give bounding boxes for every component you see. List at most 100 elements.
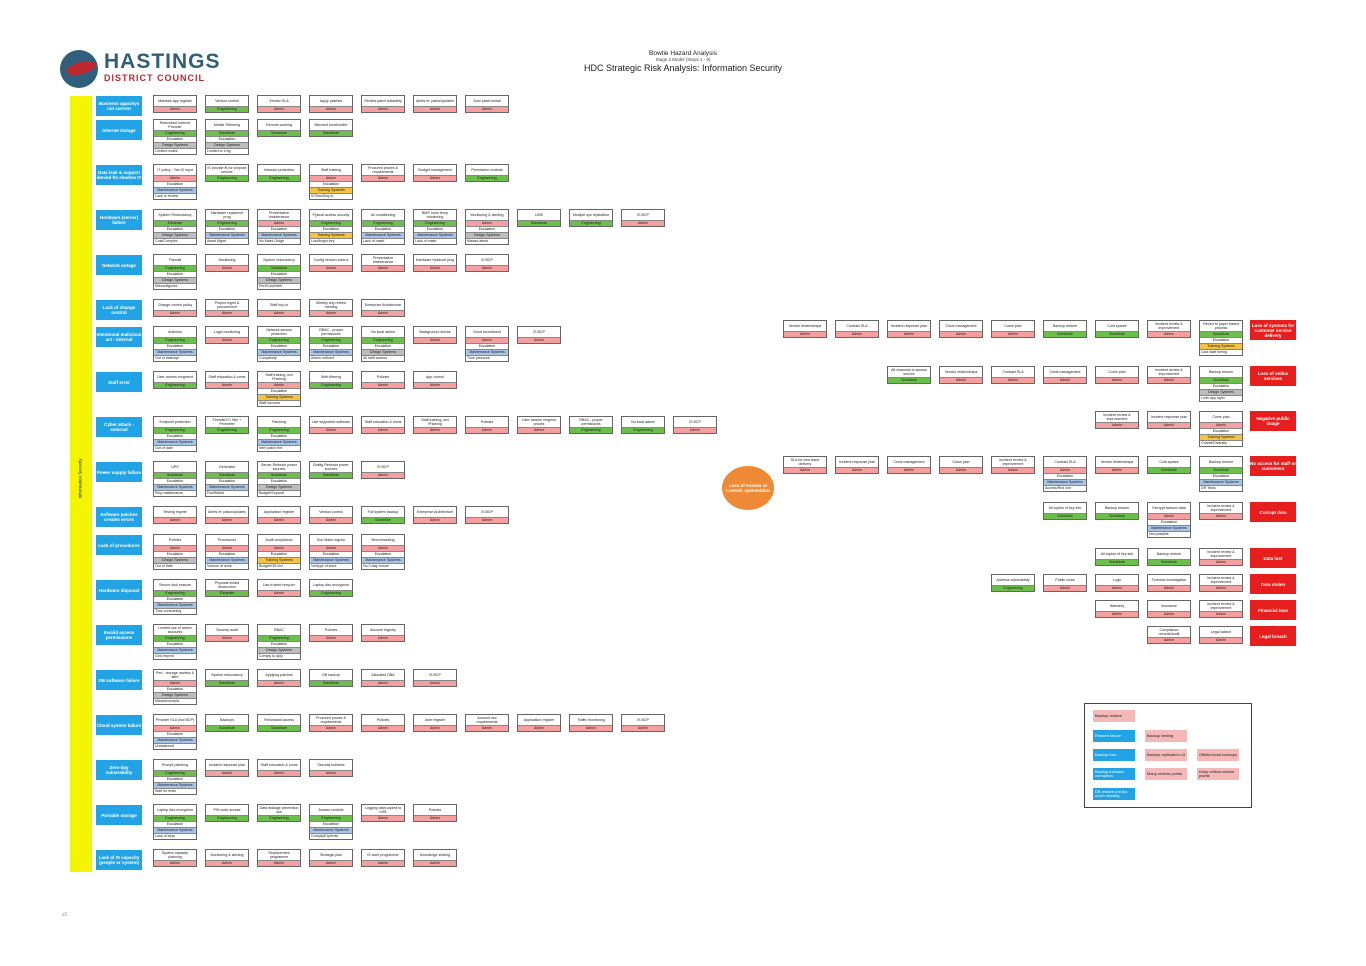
barrier-label: Contract SLA — [1054, 459, 1076, 464]
barrier-attribute: Substitute — [154, 472, 196, 478]
threat-box: Portable storage — [96, 805, 142, 825]
barrier-attribute: Time consuming — [154, 608, 196, 614]
barrier-attribute: Out of date — [154, 563, 196, 569]
barrier-attribute: Escalation — [1200, 383, 1242, 389]
barrier-label: Staff training, incl Phishing — [421, 417, 449, 427]
barrier-label: Crisis management — [1049, 369, 1081, 374]
barrier-attribute: Substitute — [206, 725, 248, 731]
barrier-label: Maintain app register — [158, 98, 192, 103]
threat-box: Intentional malicious act - Internal — [96, 327, 142, 347]
barrier-label: Good recruitment — [473, 329, 501, 334]
barrier-label: Staff education & coms — [260, 762, 298, 767]
barrier-attribute: Maintenance Systems — [1044, 479, 1086, 485]
barrier-label: Audit compliance — [265, 537, 293, 542]
barrier-attribute: All staff access — [362, 355, 404, 361]
barrier-attribute: Admin — [362, 175, 404, 181]
barrier-label: Limited use of admin accounts — [158, 625, 192, 635]
barrier-attribute: Escalation — [310, 551, 352, 557]
barrier-attribute: Substitute — [258, 472, 300, 478]
barrier-attribute: Escalation — [258, 551, 300, 557]
barrier-label: Incident review & improvement — [1207, 601, 1235, 611]
barrier-attribute: Admin — [466, 517, 508, 523]
barrier-attribute: Substitute — [310, 130, 352, 136]
barrier-attribute: Not possible — [1148, 531, 1190, 537]
barrier-label: Incident response plan — [838, 459, 876, 464]
barrier-attribute: Admin — [206, 382, 248, 388]
barrier-attribute: Design Systems — [466, 232, 508, 238]
barrier-attribute: Admin — [992, 467, 1034, 473]
barrier-label: Security bulletins — [317, 762, 345, 767]
barrier-attribute: Admin — [206, 265, 248, 271]
diagram-main-title: HDC Strategic Risk Analysis: Information… — [583, 63, 783, 73]
consequence-box: Negative public image — [1250, 411, 1296, 431]
barrier-attribute: Engineering — [206, 175, 248, 181]
barrier-attribute: Engineering — [206, 427, 248, 433]
barrier-attribute: Escalation — [154, 686, 196, 692]
barrier-attribute: Substitute — [206, 130, 248, 136]
consequence-box: Data stolen — [1250, 574, 1296, 594]
barrier-attribute: Training Systems — [1200, 434, 1242, 440]
barrier-attribute: Reg maintenance — [154, 490, 196, 496]
barrier-attribute: Escalation — [206, 226, 248, 232]
barrier-attribute: Admin — [362, 427, 404, 433]
barrier-attribute: Admin — [154, 310, 196, 316]
barrier-attribute: Admin — [1148, 377, 1190, 383]
barrier-attribute: Cost/Complex — [154, 238, 196, 244]
barrier-label: Incident review & improvement — [1103, 412, 1131, 422]
barrier-label: Vendor relationships — [1100, 459, 1134, 464]
barrier-label: Hardware replacemt prog — [210, 210, 244, 220]
barrier-attribute: Admin — [1096, 585, 1138, 591]
threat-box: Lack of change control — [96, 300, 142, 320]
hazard-label: Information Security — [77, 458, 83, 499]
barrier-label: Benchmarking — [371, 537, 395, 542]
barrier-attribute: Engineering — [154, 337, 196, 343]
barrier-attribute: Engineering — [258, 427, 300, 433]
barrier-label: Legal advice — [1210, 629, 1232, 634]
barrier-attribute: Admin — [1200, 559, 1242, 565]
barrier-attribute: Engineering — [258, 337, 300, 343]
barrier-attribute: Engineering — [206, 815, 248, 821]
barrier-label: IS BCP — [481, 257, 493, 262]
barrier-attribute: Admin — [362, 815, 404, 821]
barrier-attribute: Maintenance Systems — [154, 349, 196, 355]
barrier-attribute: Escalation — [362, 343, 404, 349]
barrier-label: Incident review & improvement — [1207, 503, 1235, 513]
threat-box: Software patches creates errors — [96, 507, 142, 527]
barrier-label: RBAC — [274, 627, 284, 632]
barrier-attribute: Admin — [310, 310, 352, 316]
barrier-label: Policies — [376, 374, 390, 379]
threat-box: Hardware disposal — [96, 580, 142, 600]
barrier-attribute: Chanls/Diversity — [1200, 440, 1242, 446]
barrier-attribute: Substitute — [518, 220, 560, 226]
barrier-attribute: Admin — [1148, 513, 1190, 519]
barrier-label: All copies of key info — [1100, 551, 1134, 556]
barrier-label: Full system backup — [367, 509, 399, 514]
barrier-attribute: Design Systems — [154, 142, 196, 148]
barrier-attribute: Staff turnover — [258, 400, 300, 406]
barrier-attribute: Admin — [622, 220, 664, 226]
barrier-label: Cold spares — [1107, 323, 1127, 328]
barrier-attribute: Maintenance Systems — [1200, 479, 1242, 485]
barrier-attribute: Admin — [258, 680, 300, 686]
barrier-label: System redundancy — [263, 257, 295, 262]
